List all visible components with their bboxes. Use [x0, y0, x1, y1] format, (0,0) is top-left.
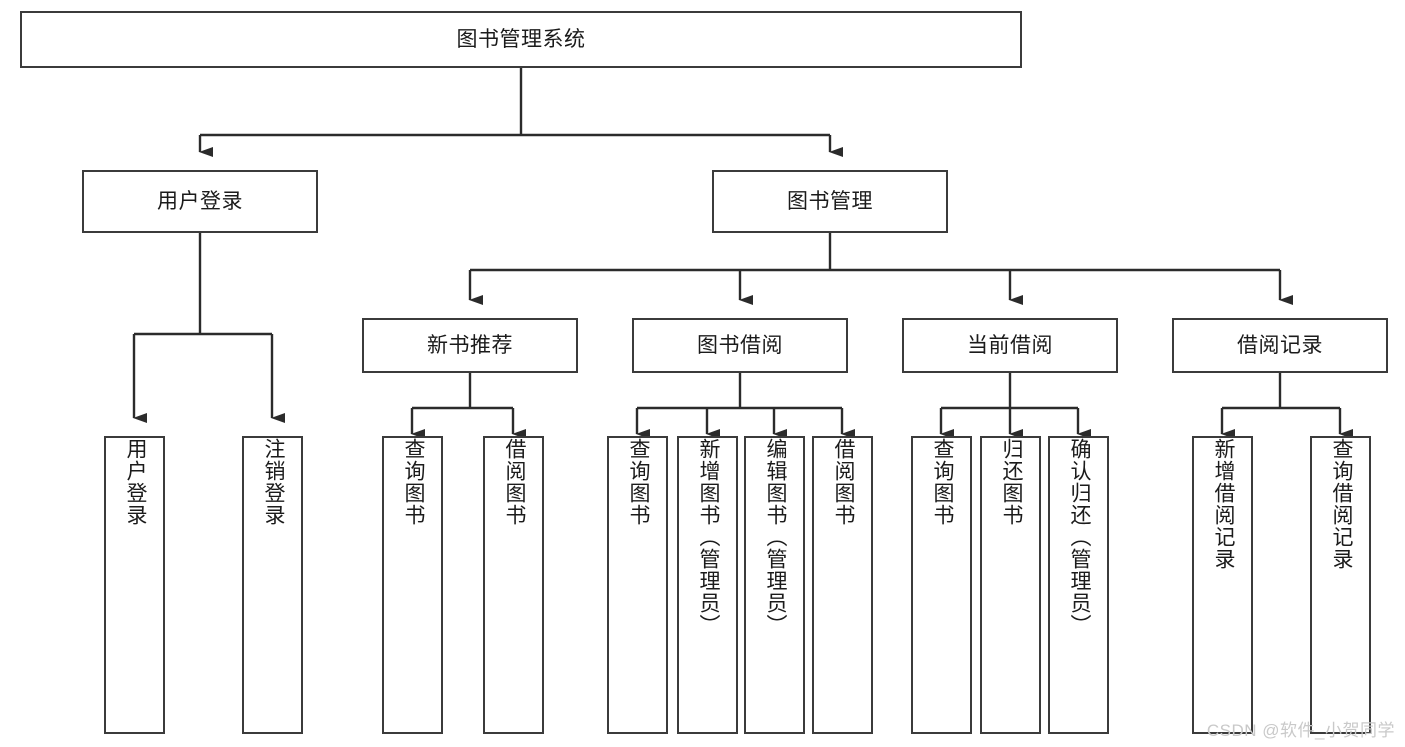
node-label: 注销登录: [261, 438, 285, 526]
leaf-user-login[interactable]: 用户登录: [104, 436, 165, 734]
node-label: 查询图书: [930, 438, 954, 526]
leaf-add-borrow-record[interactable]: 新增借阅记录: [1192, 436, 1253, 734]
leaf-borrow-book[interactable]: 借阅图书: [812, 436, 873, 734]
node-label: 查询图书: [626, 438, 650, 526]
node-label: 借阅记录: [1237, 333, 1323, 357]
node-label: 归还图书: [999, 438, 1023, 526]
node-label: 新书推荐: [427, 333, 513, 357]
leaf-query-book-current[interactable]: 查询图书: [911, 436, 972, 734]
leaf-edit-book-admin[interactable]: 编辑图书（管理员）: [744, 436, 805, 734]
leaf-logout[interactable]: 注销登录: [242, 436, 303, 734]
node-label: 查询图书: [401, 438, 425, 526]
node-label: 新增图书（管理员）: [696, 438, 720, 636]
node-label: 当前借阅: [967, 333, 1053, 357]
csdn-watermark: CSDN @软件_小贺同学: [1206, 721, 1395, 740]
node-user-login[interactable]: 用户登录: [82, 170, 318, 233]
node-root-book-management-system[interactable]: 图书管理系统: [20, 11, 1022, 68]
node-label: 确认归还（管理员）: [1067, 438, 1091, 636]
node-label: 用户登录: [157, 189, 243, 213]
node-label: 图书管理: [787, 189, 873, 213]
node-book-borrow[interactable]: 图书借阅: [632, 318, 848, 373]
node-current-borrow[interactable]: 当前借阅: [902, 318, 1118, 373]
node-book-management[interactable]: 图书管理: [712, 170, 948, 233]
node-label: 图书管理系统: [456, 27, 586, 51]
leaf-add-book-admin[interactable]: 新增图书（管理员）: [677, 436, 738, 734]
node-borrow-record[interactable]: 借阅记录: [1172, 318, 1388, 373]
node-label: 借阅图书: [831, 438, 855, 526]
leaf-borrow-book-recommend[interactable]: 借阅图书: [483, 436, 544, 734]
leaf-query-borrow-record[interactable]: 查询借阅记录: [1310, 436, 1371, 734]
node-label: 借阅图书: [502, 438, 526, 526]
leaf-query-book-borrow[interactable]: 查询图书: [607, 436, 668, 734]
node-new-book-recommend[interactable]: 新书推荐: [362, 318, 578, 373]
node-label: 用户登录: [123, 438, 147, 526]
leaf-query-book-recommend[interactable]: 查询图书: [382, 436, 443, 734]
leaf-return-book[interactable]: 归还图书: [980, 436, 1041, 734]
node-label: 编辑图书（管理员）: [763, 438, 787, 636]
node-label: 图书借阅: [697, 333, 783, 357]
leaf-confirm-return-admin[interactable]: 确认归还（管理员）: [1048, 436, 1109, 734]
node-label: 新增借阅记录: [1211, 438, 1235, 570]
node-label: 查询借阅记录: [1329, 438, 1353, 570]
